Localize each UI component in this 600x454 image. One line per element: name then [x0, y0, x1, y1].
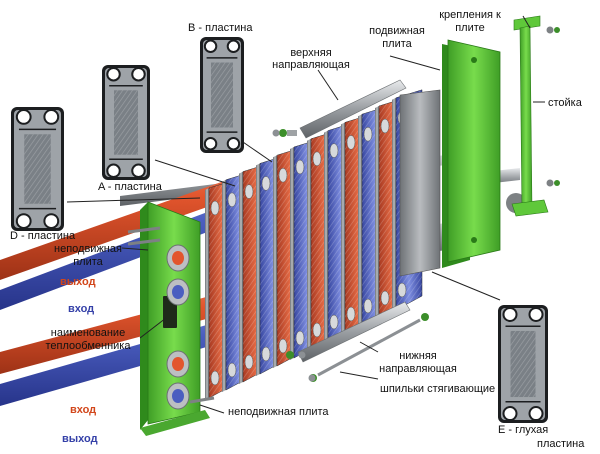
outlet-bottom-label: выход [62, 433, 98, 445]
plate-edge [290, 147, 294, 360]
e-plate-label-2: пластина [537, 438, 585, 450]
d-plate-label: D - пластина [10, 230, 76, 242]
e-plate-label-1: E - глухая [498, 424, 549, 436]
upper-guide-bar [279, 79, 407, 139]
movable-plate-label-1: подвижная [369, 25, 425, 37]
plate-edge [256, 163, 260, 376]
bottom-guide-label-1: нижняя [399, 350, 437, 362]
movable-plate-label-2: плита [382, 38, 412, 50]
mounts-label-2: плите [455, 22, 485, 34]
nut-icon [298, 351, 306, 359]
bottom-guide-label-2: направляющая [379, 363, 457, 375]
plate-edge [392, 97, 396, 312]
nozzles [166, 244, 190, 410]
post [511, 15, 560, 217]
plate-edge [273, 155, 277, 368]
e-plate-icon [498, 305, 548, 423]
top-guide-label-1: верхняя [290, 47, 332, 59]
lower-guide-bar [286, 301, 411, 363]
plate-edge [358, 114, 362, 328]
plate-edge [239, 171, 243, 384]
exchanger-name-label-1: наименование [50, 327, 126, 339]
exchanger-name-label-2: теплообменника [45, 340, 131, 352]
post-label: стойка [548, 97, 582, 109]
fixed-plate-bottom-label: неподвижная плита [228, 406, 329, 418]
leader-lines [66, 15, 545, 414]
nut-icon [272, 129, 280, 137]
b-plate-label: B - пластина [188, 22, 253, 34]
inlet-bottom-label: вход [70, 404, 97, 416]
plate-edge [307, 138, 311, 352]
plate-edge [222, 179, 226, 392]
plate-stack [205, 89, 441, 400]
left-bolts [127, 226, 215, 404]
plate-edge [324, 130, 328, 344]
b-plate-icon [200, 37, 244, 153]
movable-plate [442, 39, 501, 268]
inlet-top-label: вход [68, 303, 95, 315]
mounts-label-1: крепления к [439, 9, 501, 21]
plate-pack-end [399, 89, 441, 277]
plate-edge [341, 122, 345, 337]
plate-edge [205, 188, 209, 400]
a-plate-icon [102, 65, 150, 180]
loose-plates [11, 37, 548, 423]
top-guide-label-2: направляющая [272, 59, 350, 71]
nut-icon [308, 374, 316, 382]
a-plate-label: A - пластина [98, 181, 162, 193]
tie-rods-label: шпильки стягивающие [380, 383, 496, 395]
fixed-plate-label-2: плита [73, 256, 103, 268]
plate-edge [375, 106, 379, 320]
fixed-plate-label-1: неподвижная [54, 243, 122, 255]
outlet-top-label: выход [60, 276, 96, 288]
d-plate-icon [11, 107, 64, 231]
